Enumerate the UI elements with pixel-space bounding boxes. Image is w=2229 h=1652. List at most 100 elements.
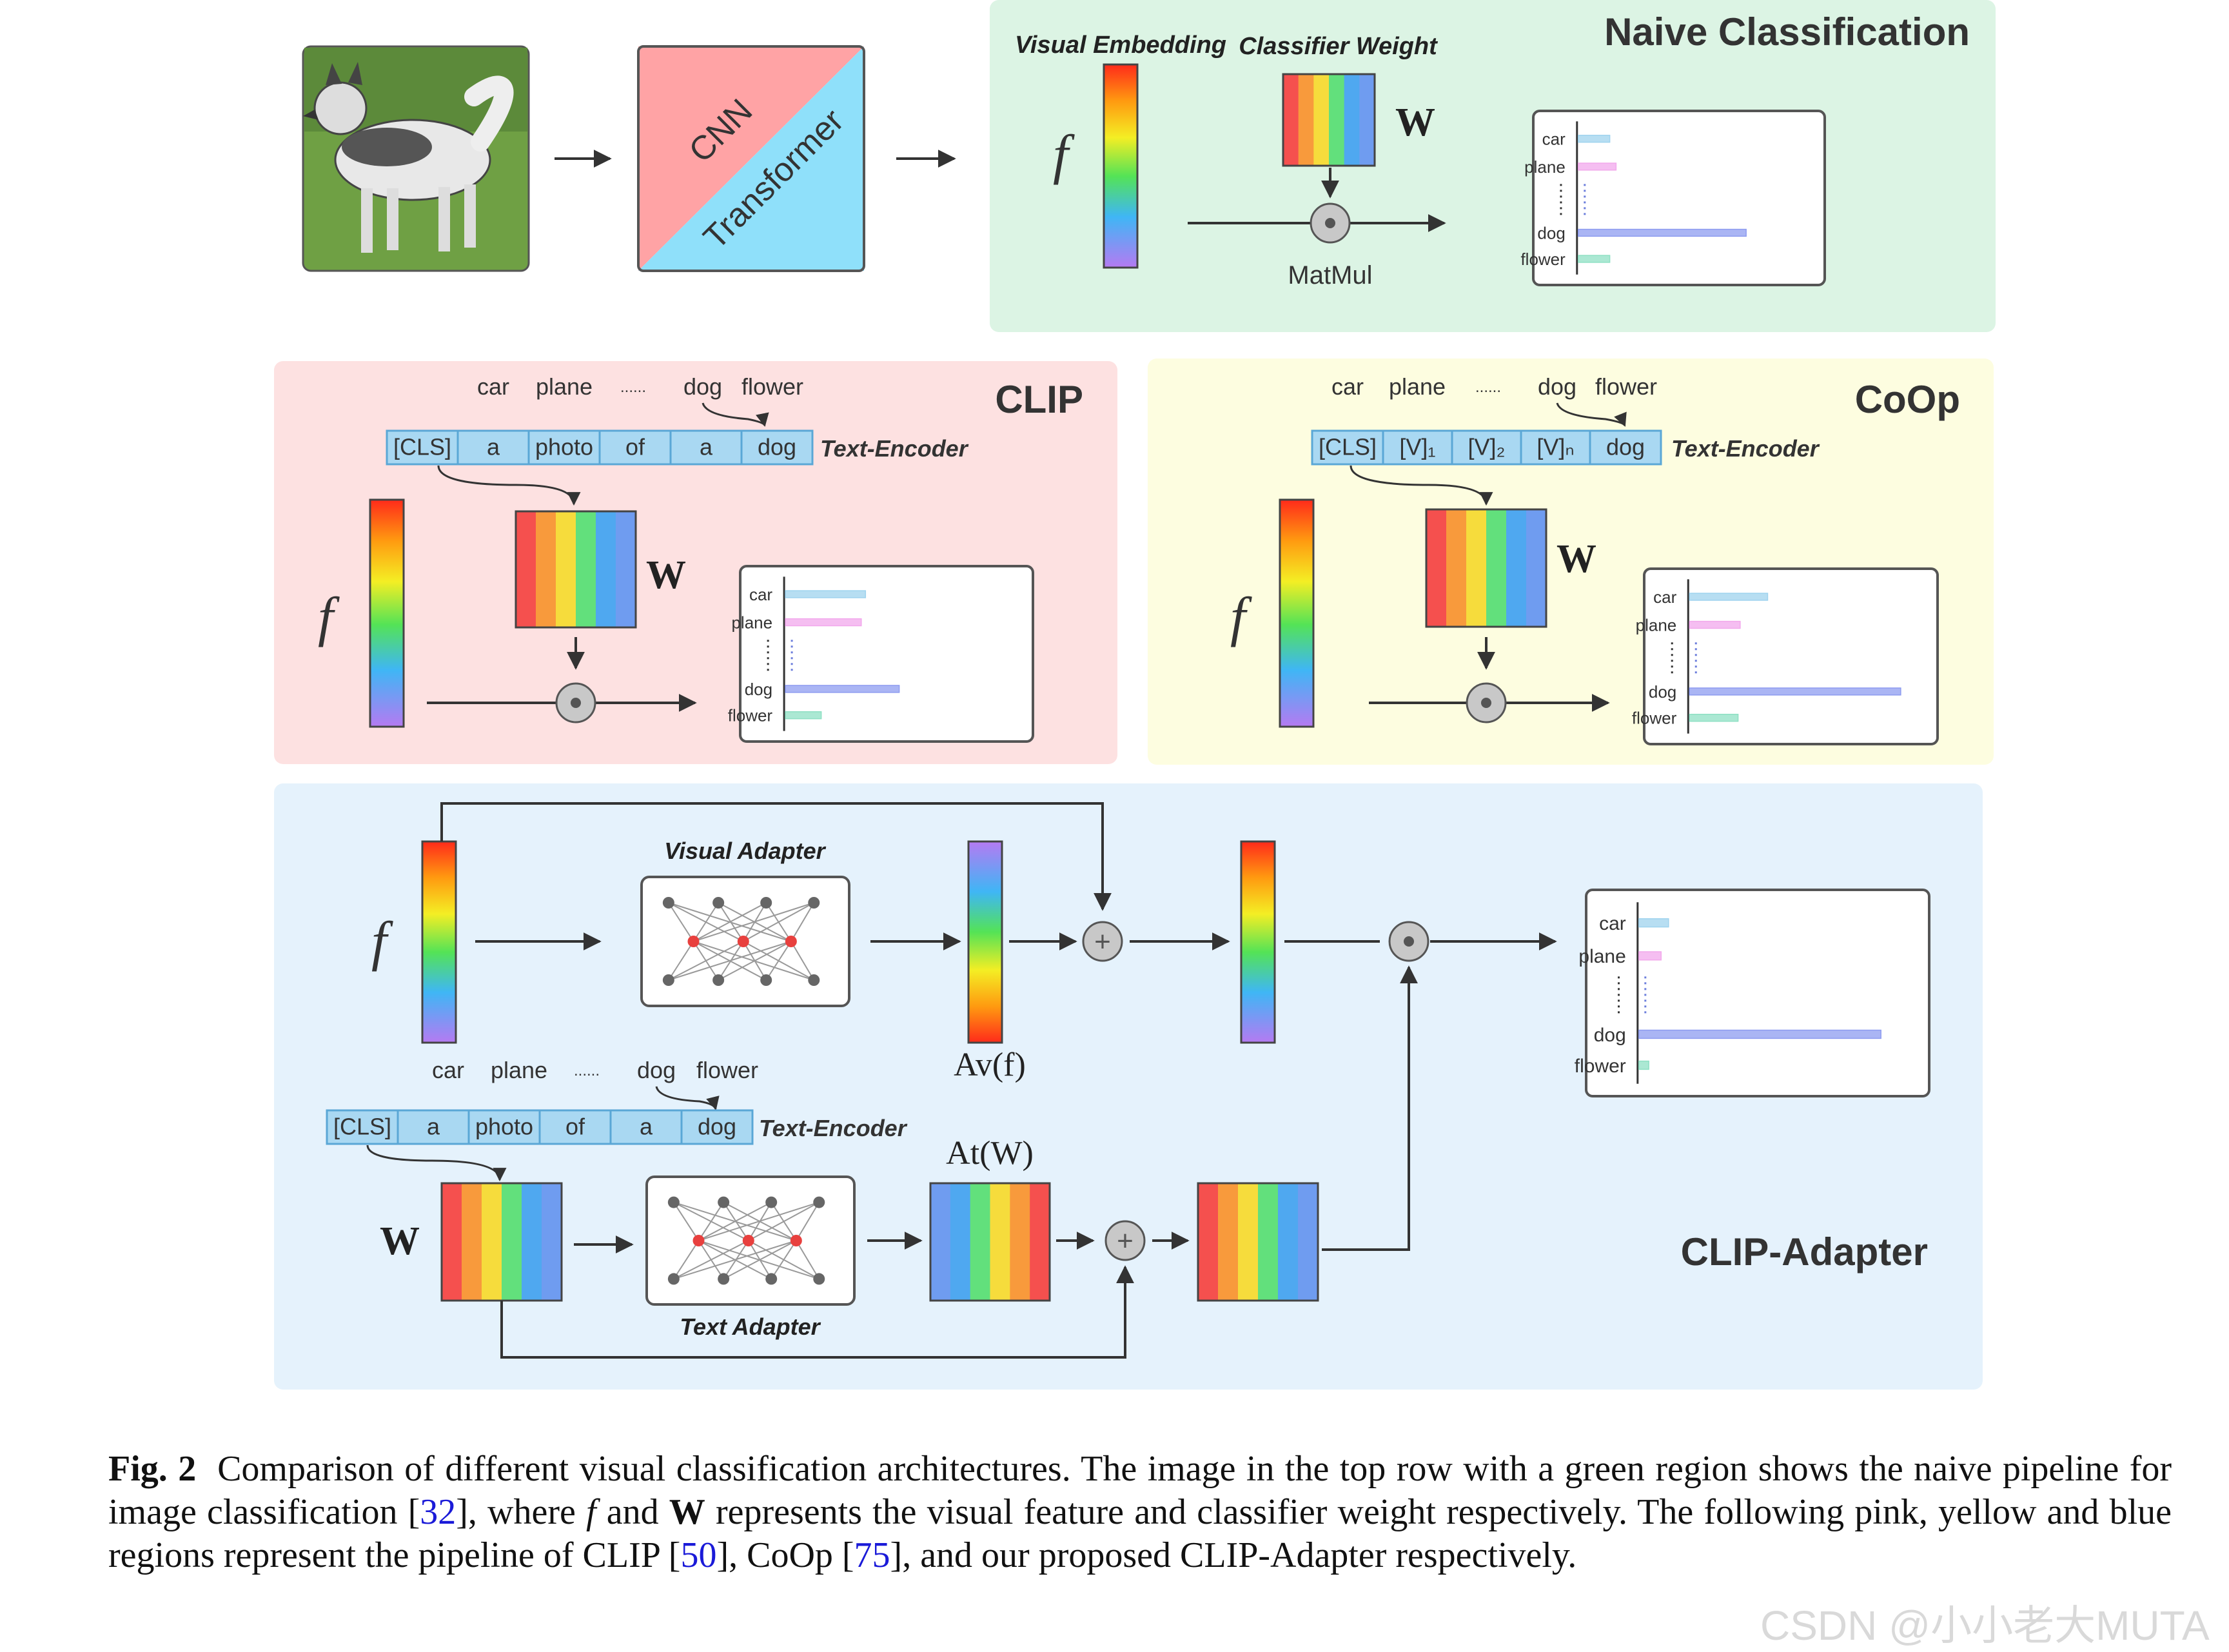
- mlp-node: [718, 1273, 730, 1285]
- citation-link[interactable]: 75: [854, 1535, 890, 1575]
- figure-caption: Fig. 2 Comparison of different visual cl…: [108, 1448, 2172, 1577]
- residual-arrow: [500, 1265, 1134, 1359]
- weight-stripe: [1298, 74, 1314, 166]
- prompt-token-box: [1311, 429, 1384, 466]
- prompt-token: [V]ₙ: [1537, 433, 1574, 460]
- mlp-hidden-node: [785, 936, 797, 947]
- citation-link[interactable]: 50: [680, 1535, 717, 1575]
- weight-stripe: [616, 511, 636, 627]
- class-word: flower: [696, 1057, 758, 1083]
- prompt-token: dog: [1606, 433, 1645, 460]
- weight-stripe: [576, 511, 596, 627]
- arrow: [1556, 402, 1627, 427]
- score-bar: [1578, 135, 1611, 143]
- residual-weight-matrix: [1197, 1182, 1319, 1302]
- prompt-token-box: [538, 1109, 612, 1145]
- score-label: car: [1542, 130, 1566, 149]
- visual-adapter-mlp: [640, 876, 850, 1007]
- mlp-node: [760, 974, 772, 986]
- text-add-node: [1105, 1220, 1146, 1261]
- matmul-dot: [1404, 936, 1414, 947]
- prompt-token: a: [700, 433, 713, 460]
- clip-text-encoder-label: Text-Encoder: [820, 435, 969, 462]
- mlp-edge: [693, 902, 767, 942]
- mlp-node: [813, 1273, 825, 1285]
- weight-stripe: [1283, 74, 1299, 166]
- weight-stripe: [482, 1183, 502, 1301]
- score-chart-frame: [1643, 567, 1939, 745]
- weight-stripe: [1344, 74, 1360, 166]
- prompt-token-box: [457, 429, 530, 466]
- weight-stripe: [1466, 509, 1487, 627]
- prompt-token-box: [609, 1109, 683, 1145]
- class-word: dog: [637, 1057, 676, 1083]
- weight-stripe: [536, 511, 556, 627]
- weight-border: [515, 510, 637, 629]
- prompt-token: of: [565, 1113, 585, 1139]
- weight-stripe: [1526, 509, 1547, 627]
- weight-stripe: [1486, 509, 1507, 627]
- score-bar: [1578, 255, 1611, 263]
- mlp-hidden-node: [687, 936, 700, 947]
- score-label: plane: [731, 613, 772, 632]
- weight-stripe: [1329, 74, 1345, 166]
- prompt-token-box: [467, 1109, 541, 1145]
- mlp-edge: [692, 902, 719, 942]
- prompt-token-box: [1451, 429, 1522, 466]
- score-label: flower: [1520, 250, 1566, 269]
- mlp-edge: [790, 941, 815, 981]
- mlp-edge: [673, 1240, 797, 1280]
- weight-stripe: [522, 1183, 542, 1301]
- citation-link[interactable]: 32: [420, 1492, 457, 1532]
- visual-embedding-label: Visual Embedding: [1015, 32, 1226, 59]
- score-label: car: [1599, 913, 1626, 934]
- score-label: flower: [728, 706, 773, 725]
- mlp-edge: [795, 1202, 820, 1241]
- caption-text: ], where: [456, 1492, 587, 1532]
- weight-stripe: [556, 511, 576, 627]
- class-word: car: [477, 373, 509, 400]
- caption-text: and: [596, 1492, 669, 1532]
- weight-stripe: [950, 1183, 971, 1301]
- w-symbol: W: [1556, 537, 1596, 581]
- prompt-token: dog: [698, 1113, 736, 1139]
- score-bar: [785, 618, 862, 627]
- score-label: plane: [1636, 615, 1677, 634]
- mlp-node: [760, 897, 772, 909]
- adapter-visual-feature-bar: [421, 840, 457, 1044]
- score-label: flower: [1632, 709, 1677, 728]
- prompt-token: photo: [475, 1113, 533, 1139]
- weight-stripe: [990, 1183, 1010, 1301]
- w-symbol: W: [646, 553, 686, 597]
- weight-stripe: [1198, 1183, 1219, 1301]
- mlp-node: [813, 1196, 825, 1208]
- score-label: car: [1653, 587, 1676, 607]
- weight-stripe: [1030, 1183, 1050, 1301]
- score-chart-frame: [1585, 889, 1930, 1097]
- class-word: car: [1331, 373, 1364, 400]
- weight-border: [929, 1182, 1051, 1302]
- matmul-label: MatMul: [1288, 261, 1372, 290]
- mlp-edge: [771, 1240, 797, 1279]
- score-label: car: [749, 585, 772, 604]
- weight-stripe: [1258, 1183, 1279, 1301]
- class-word: dog: [683, 373, 722, 400]
- w-symbol: W: [1395, 101, 1435, 144]
- naive-region: Naive Classification Visual Embedding Cl…: [990, 0, 1996, 332]
- w-symbol: W: [380, 1219, 420, 1263]
- arrow: [1350, 465, 1493, 506]
- class-word: flower: [1595, 373, 1657, 400]
- clip-adapter-title: CLIP-Adapter: [1681, 1230, 1928, 1273]
- class-word: ......: [574, 1062, 600, 1079]
- score-bar: [1638, 918, 1669, 928]
- prompt-token: dog: [758, 433, 796, 460]
- mlp-node: [808, 897, 820, 909]
- score-bar: [1689, 593, 1769, 601]
- coop-visual-feature-bar: [1279, 498, 1315, 728]
- text-adapter-mlp: [645, 1175, 856, 1306]
- text-adapter-label: Text Adapter: [680, 1313, 821, 1340]
- score-bar: [785, 685, 900, 693]
- class-word: car: [432, 1057, 464, 1083]
- caption-text: ], CoOp [: [716, 1535, 854, 1575]
